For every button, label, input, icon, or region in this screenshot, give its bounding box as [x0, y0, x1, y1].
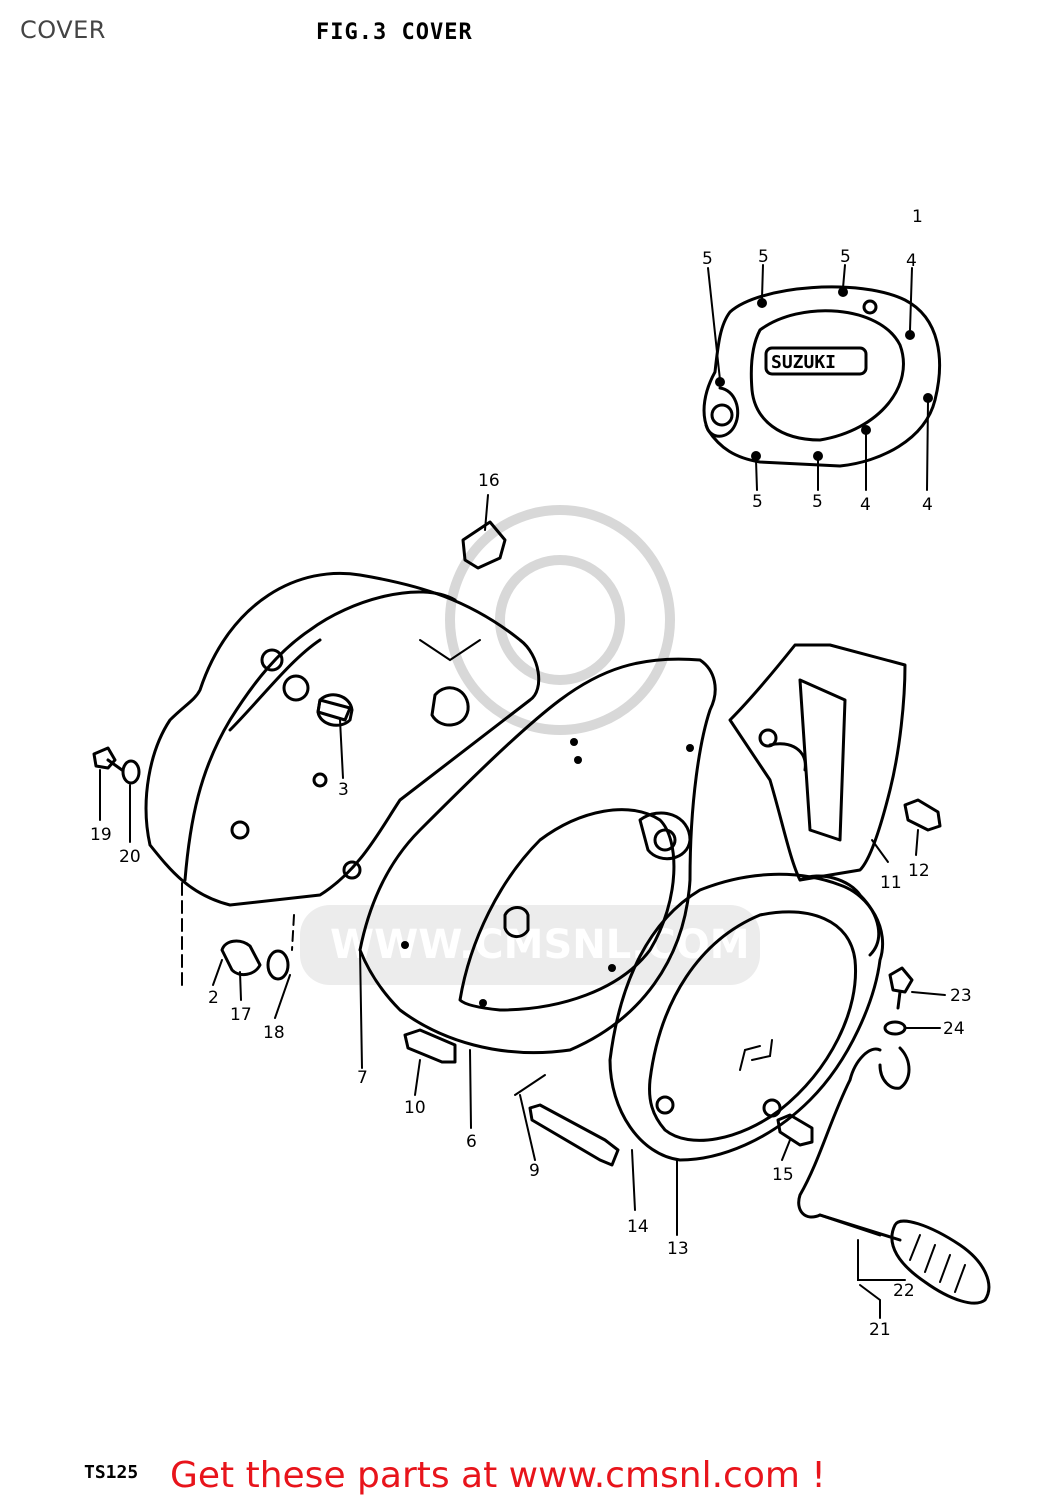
inset-cover: SUZUKI — [702, 264, 941, 491]
callout-5b: 5 — [758, 247, 769, 267]
leader-lines — [99, 494, 946, 1319]
callout-5d: 5 — [752, 492, 763, 512]
callout-23: 23 — [950, 986, 972, 1006]
kick-starter — [797, 1046, 991, 1305]
callout-1: 1 — [912, 207, 923, 227]
callout-18: 18 — [263, 1023, 285, 1043]
callout-22: 22 — [893, 1281, 915, 1301]
cmsnl-link[interactable]: Get these parts at www.cmsnl.com ! — [170, 1455, 826, 1496]
callout-17: 17 — [230, 1005, 252, 1025]
callout-2: 2 — [208, 988, 219, 1008]
model-code: TS125 — [84, 1462, 139, 1483]
callout-24: 24 — [943, 1019, 965, 1039]
callout-7: 7 — [357, 1068, 368, 1088]
suzuki-logo: SUZUKI — [771, 352, 836, 373]
callout-19: 19 — [90, 825, 112, 845]
page-title: COVER — [20, 16, 106, 44]
callout-13: 13 — [667, 1239, 689, 1259]
callout-5a: 5 — [702, 249, 713, 269]
callout-5e: 5 — [812, 492, 823, 512]
callout-4a: 4 — [906, 251, 917, 271]
chain-guard — [728, 643, 907, 882]
watermark-text: WWW.CMSNL.COM — [330, 922, 750, 968]
callout-15: 15 — [772, 1165, 794, 1185]
figure-title: FIG.3 COVER — [316, 20, 473, 45]
callout-4b: 4 — [860, 495, 871, 515]
callout-14: 14 — [627, 1217, 649, 1237]
callout-12: 12 — [908, 861, 930, 881]
callout-5c: 5 — [840, 247, 851, 267]
callout-21: 21 — [869, 1320, 891, 1340]
callout-labels: 1 2 3 4 4 4 5 5 5 5 5 6 7 9 10 11 12 13 … — [90, 207, 972, 1340]
callout-11: 11 — [880, 873, 902, 893]
callout-9: 9 — [529, 1161, 540, 1181]
callout-4c: 4 — [922, 495, 933, 515]
callout-10: 10 — [404, 1098, 426, 1118]
hardware — [92, 520, 942, 1167]
callout-3: 3 — [338, 780, 349, 800]
gasket-and-cover — [358, 657, 717, 1055]
callout-16: 16 — [478, 471, 500, 491]
callout-20: 20 — [119, 847, 141, 867]
crankcase-cover — [144, 571, 541, 907]
magneto-cover — [608, 872, 885, 1162]
callout-6: 6 — [466, 1132, 477, 1152]
